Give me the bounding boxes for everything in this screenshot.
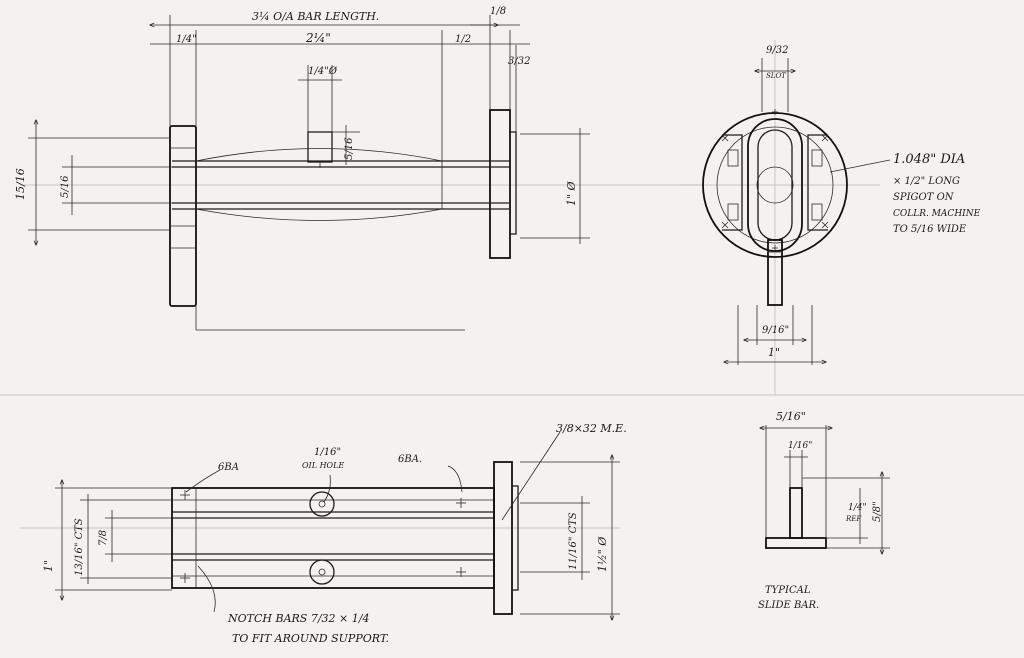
one-inch-dim: 1" xyxy=(768,346,780,359)
one-inch-bottom-dim: 1" xyxy=(42,560,55,572)
five-16-left-dim: 5/16 xyxy=(60,175,71,198)
one-half-dia-dim: 1½" Ø xyxy=(596,536,609,572)
plan-view-bottom xyxy=(55,431,620,620)
notch-note-1: NOTCH BARS 7/32 × 1/4 xyxy=(227,612,369,625)
pin-dia-dim: 1/4"Ø xyxy=(308,66,338,77)
spigot-note-3: SPIGOT ON xyxy=(893,192,955,203)
eleven-16-dim: 11/16" CTS xyxy=(568,512,579,570)
pin-height-dim: 5/16 xyxy=(344,137,355,160)
nine-16-dim: 9/16" xyxy=(762,325,789,336)
overall-length-dim: 3¼ O/A BAR LENGTH. xyxy=(252,10,379,23)
quarter-left-dim: 1/4" xyxy=(176,34,197,45)
spigot-note-2: × 1/2" LONG xyxy=(893,176,960,187)
one-inch-dia-dim: 1" Ø xyxy=(565,180,578,206)
end-view xyxy=(702,58,891,365)
fifteen-16-dim: 15/16 xyxy=(14,168,27,200)
three-32-dim: 3/32 xyxy=(508,56,530,67)
dimension-labels: 3¼ O/A BAR LENGTH. 1/8 1/4" 2¼" 1/2 3/32… xyxy=(14,6,981,645)
slide-web-dim: 1/16" xyxy=(788,441,812,451)
eighth-dim: 1/8 xyxy=(490,6,506,17)
spigot-note-4: COLLR. MACHINE xyxy=(893,209,981,219)
slide-quarter-dim: 1/4" xyxy=(848,503,867,513)
oil-hole-dim: 1/16" xyxy=(314,447,341,458)
slide-quarter-sub: REF xyxy=(845,515,862,523)
half-dim: 1/2 xyxy=(455,34,471,45)
seven-8-dim: 7/8 xyxy=(98,530,109,546)
spigot-note-5: TO 5/16 WIDE xyxy=(893,224,967,235)
construction-lines xyxy=(0,40,1024,529)
slide-5-8-dim: 5/8" xyxy=(872,501,883,522)
thirteen-16-dim: 13/16" CTS xyxy=(74,518,85,576)
slot-width-dim: 9/32 xyxy=(766,45,788,56)
typical-slide-bar xyxy=(760,425,890,554)
slide-caption-1: TYPICAL xyxy=(765,585,811,596)
oil-hole-label: OIL HOLE xyxy=(302,461,344,470)
thread-note: 3/8×32 M.E. xyxy=(556,422,627,435)
slot-label: SLOT xyxy=(766,72,787,80)
slide-width-dim: 5/16" xyxy=(776,410,806,423)
six-ba-right: 6BA. xyxy=(398,454,422,465)
side-view-top xyxy=(28,15,590,331)
two-quarter-dim: 2¼" xyxy=(305,31,331,45)
slide-caption-2: SLIDE BAR. xyxy=(758,600,819,611)
six-ba-left: 6BA xyxy=(218,462,239,473)
spigot-note-1: 1.048" DIA xyxy=(893,152,965,167)
notch-note-2: TO FIT AROUND SUPPORT. xyxy=(232,632,389,645)
